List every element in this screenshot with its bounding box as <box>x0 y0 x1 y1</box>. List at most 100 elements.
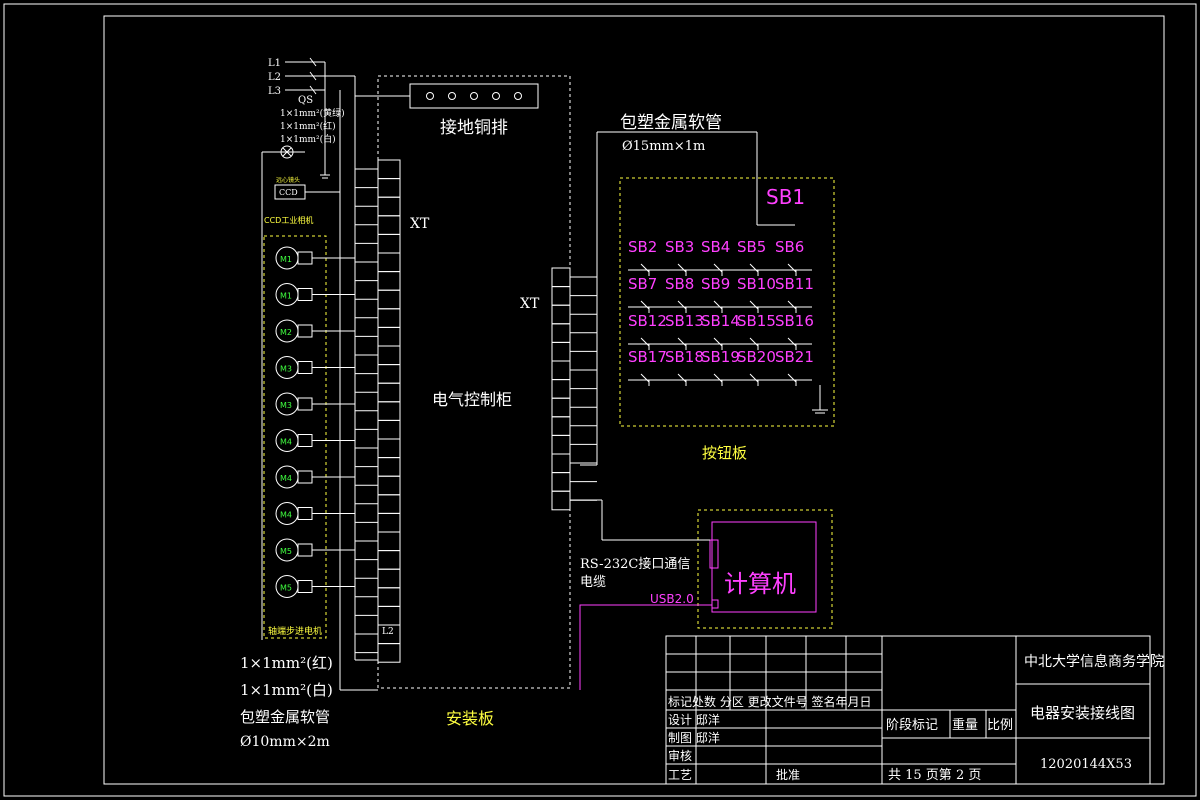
motor-label: M5 <box>280 547 292 556</box>
button-ground <box>812 385 828 414</box>
terminal-strip-right <box>551 267 597 511</box>
button-label: SB12 <box>628 312 667 330</box>
ground-bar-holes <box>426 92 522 100</box>
switch-contact <box>713 300 723 313</box>
drawing-number: 12020144X53 <box>1040 757 1132 772</box>
motor-label: M3 <box>280 365 292 374</box>
terminal-cell <box>377 196 401 217</box>
mount-panel-label: 安装板 <box>446 709 494 728</box>
usb-port <box>711 599 719 609</box>
ground-bar <box>409 83 539 109</box>
button-label: SB7 <box>628 275 657 293</box>
terminal-cell <box>377 289 401 310</box>
button-label: SB9 <box>701 275 730 293</box>
switch-contact <box>787 337 797 350</box>
terminal-cell <box>377 457 401 477</box>
title-draw: 制图 邸洋 <box>668 730 720 745</box>
stepper-motor: M2 <box>275 319 355 343</box>
motor-label: M4 <box>280 511 292 520</box>
title-pages: 共 15 页第 2 页 <box>888 768 981 783</box>
terminal-cell <box>377 364 401 384</box>
button-label: SB11 <box>775 275 814 293</box>
motor-group-frame <box>263 235 327 639</box>
xt-right-label: XT <box>520 296 540 312</box>
switch-contact <box>640 373 650 386</box>
stepper-motor: M5 <box>275 538 355 562</box>
switch-contact <box>787 300 797 313</box>
motor-label: M4 <box>280 474 292 483</box>
computer-label: 计算机 <box>724 570 796 598</box>
button-label: SB14 <box>701 312 740 330</box>
switch-contact <box>640 300 650 313</box>
terminal-cell <box>551 453 571 474</box>
button-label: SB21 <box>775 348 814 366</box>
stepper-motor: M5 <box>275 575 355 598</box>
rs232-cable <box>570 499 710 541</box>
control-cabinet <box>377 75 571 689</box>
switch-contact <box>749 337 759 350</box>
cabinet-label: 电气控制柜 <box>432 390 512 409</box>
terminal-cell <box>377 326 401 347</box>
switch-contact <box>677 300 687 313</box>
switch-contact <box>787 263 797 276</box>
motor-label: M5 <box>280 584 292 593</box>
qs-label: QS <box>298 95 313 106</box>
rs232-port <box>709 539 719 569</box>
wire-yellow-green: 1×1mm²(黄绿) <box>280 107 345 119</box>
school-name: 中北大学信息商务学院 <box>1024 653 1164 670</box>
button-label: SB13 <box>665 312 704 330</box>
supply-wiring <box>261 57 410 691</box>
terminal-cell <box>551 323 571 343</box>
title-block-grid <box>665 635 1151 785</box>
stepper-motor: M3 <box>275 356 355 379</box>
computer-frame <box>697 509 833 629</box>
terminal-cell <box>377 475 401 496</box>
terminal-cell <box>377 345 401 366</box>
rs232-cable-label: 电缆 <box>580 574 606 590</box>
terminal-cell <box>551 434 571 455</box>
button-label: SB6 <box>775 238 804 256</box>
ccd-lens-label: 远心镜头 <box>276 176 300 184</box>
hose-wiring <box>580 131 795 466</box>
switch-contact <box>749 300 759 313</box>
terminal-cell <box>377 550 401 570</box>
switch-contact <box>713 263 723 276</box>
switch-contact <box>640 337 650 350</box>
hose-top-size: Ø15mm×1m <box>622 139 705 154</box>
button-label: SB19 <box>701 348 740 366</box>
button-panel-label: 按钮板 <box>702 444 747 462</box>
computer-box <box>711 521 817 613</box>
switch-contact <box>640 263 650 276</box>
motor-label: M4 <box>280 438 292 447</box>
stepper-motor: M4 <box>275 465 355 489</box>
button-label: SB16 <box>775 312 814 330</box>
note-hose: 包塑金属软管 <box>240 708 330 726</box>
title-review: 审核 <box>668 748 692 763</box>
stepper-motor: M1 <box>275 283 355 306</box>
button-label: SB15 <box>737 312 776 330</box>
l2-label: L2 <box>268 72 281 83</box>
terminal-cell <box>377 252 401 273</box>
terminal-cell <box>377 215 401 235</box>
terminal-cell <box>377 643 401 663</box>
terminal-cell <box>377 605 401 626</box>
stepper-motor: M4 <box>275 429 355 452</box>
title-approve: 批准 <box>776 767 800 782</box>
switch-contact <box>677 373 687 386</box>
outer-frame <box>3 3 1197 797</box>
title-scale: 比例 <box>987 718 1013 733</box>
usb-cable <box>579 604 712 690</box>
button-label: SB20 <box>737 348 776 366</box>
button-label: SB10 <box>737 275 776 293</box>
sb1-label: SB1 <box>766 185 805 209</box>
switch-contact <box>787 373 797 386</box>
note-white: 1×1mm²(白) <box>240 681 333 699</box>
wire-red: 1×1mm²(红) <box>280 120 336 132</box>
title-stage: 阶段标记 <box>886 718 938 733</box>
button-panel <box>619 177 835 427</box>
terminal-cell <box>377 438 401 459</box>
terminal-cell <box>377 531 401 552</box>
terminal-cell <box>377 401 401 421</box>
terminal-cell <box>551 416 571 436</box>
